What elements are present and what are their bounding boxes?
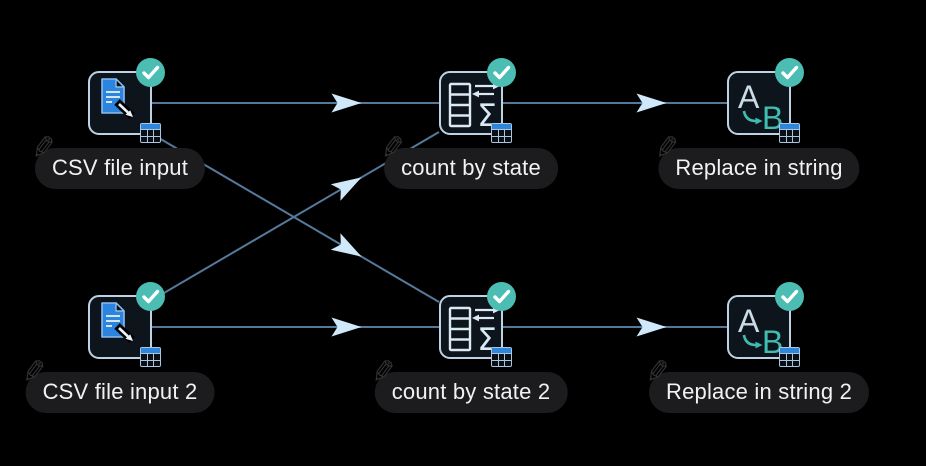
success-check-icon <box>136 58 165 87</box>
data-preview-icon[interactable] <box>779 347 800 367</box>
success-check-icon <box>487 58 516 87</box>
data-preview-header <box>141 348 160 354</box>
replace-ab-icon: A B <box>729 73 789 133</box>
hop-arrowhead <box>331 93 362 113</box>
data-preview-icon[interactable] <box>140 123 161 143</box>
hop-arrowhead <box>330 177 362 201</box>
data-preview-cells <box>780 354 799 366</box>
data-preview-header <box>780 348 799 354</box>
transform-node-replace-in-string[interactable]: A B <box>727 58 804 143</box>
hop-arrowhead <box>636 93 667 113</box>
transform-node-count-by-state-2[interactable]: Σ <box>439 282 516 367</box>
hop-arrowhead <box>331 317 362 337</box>
data-preview-cells <box>492 354 511 366</box>
transform-label-csv-file-input[interactable]: ✎ CSV file input <box>29 130 206 189</box>
data-preview-header <box>141 124 160 130</box>
transform-label-text: Replace in string <box>675 155 843 180</box>
transform-label-replace-in-string[interactable]: ✎ Replace in string <box>652 130 860 189</box>
data-preview-header <box>492 348 511 354</box>
data-preview-header <box>780 124 799 130</box>
transform-node-count-by-state[interactable]: Σ <box>439 58 516 143</box>
transform-label-csv-file-input-2[interactable]: ✎ CSV file input 2 <box>19 354 215 413</box>
data-preview-icon[interactable] <box>491 123 512 143</box>
transform-label-text: count by state <box>401 155 541 180</box>
transform-node-csv-file-input-2[interactable] <box>88 282 165 367</box>
data-preview-icon[interactable] <box>140 347 161 367</box>
data-preview-cells <box>141 354 160 366</box>
hop-arrowhead <box>636 317 667 337</box>
data-preview-cells <box>780 130 799 142</box>
transform-label-text: Replace in string 2 <box>665 379 853 404</box>
data-preview-icon[interactable] <box>491 347 512 367</box>
data-preview-header <box>492 124 511 130</box>
transform-node-replace-in-string-2[interactable]: A B <box>727 282 804 367</box>
hop-arrowhead <box>330 233 362 257</box>
transform-label-replace-in-string-2[interactable]: ✎ Replace in string 2 <box>643 354 870 413</box>
data-preview-cells <box>492 130 511 142</box>
success-check-icon <box>775 282 804 311</box>
success-check-icon <box>136 282 165 311</box>
transform-label-count-by-state-2[interactable]: ✎ count by state 2 <box>368 354 568 413</box>
transform-label-count-by-state[interactable]: ✎ count by state <box>378 130 558 189</box>
svg-text:A: A <box>738 303 760 339</box>
transform-label-text: count by state 2 <box>391 379 551 404</box>
data-preview-icon[interactable] <box>779 123 800 143</box>
transform-label-text: CSV file input 2 <box>42 379 198 404</box>
csv-file-icon <box>90 73 150 133</box>
success-check-icon <box>487 282 516 311</box>
success-check-icon <box>775 58 804 87</box>
svg-text:B: B <box>762 100 783 133</box>
data-preview-cells <box>141 130 160 142</box>
replace-ab-icon: A B <box>729 297 789 357</box>
transform-node-csv-file-input[interactable] <box>88 58 165 143</box>
transform-label-text: CSV file input <box>51 155 189 180</box>
svg-text:B: B <box>762 324 783 357</box>
svg-text:A: A <box>738 79 760 115</box>
csv-file-icon <box>90 297 150 357</box>
